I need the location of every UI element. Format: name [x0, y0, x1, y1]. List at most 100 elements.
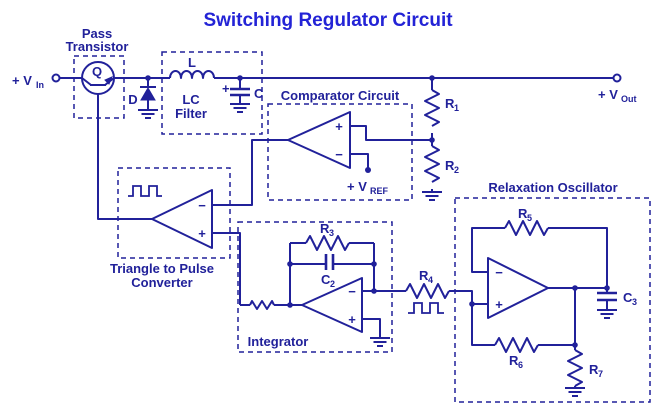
transistor-lead: [81, 77, 92, 86]
vin-terminal: [51, 73, 61, 83]
junction-dot: [287, 302, 293, 308]
lc-filter-label: Filter: [175, 106, 207, 121]
junction-dot: [572, 342, 578, 348]
osc-fb-wire: [548, 227, 608, 293]
square-wave-icon: [408, 302, 444, 314]
vref-terminal: [365, 167, 371, 173]
filter-cap-label: C: [254, 86, 264, 101]
diode-triangle: [140, 87, 156, 101]
junction-dot: [572, 285, 578, 291]
vref-label: + V: [347, 179, 367, 194]
integrator-minus-sign: −: [348, 284, 356, 299]
junction-dots: [145, 75, 610, 348]
capacitor-c3: [597, 291, 617, 302]
junction-dot: [145, 75, 151, 81]
r4-label: R: [419, 268, 429, 283]
resistor-r3: [305, 235, 350, 251]
r7-label: R: [589, 362, 599, 377]
osc-inv-wire: [471, 227, 505, 273]
comparator-plus-sign: +: [335, 119, 343, 134]
cap-polarity-label: +: [222, 81, 230, 96]
integrator-opamp: [301, 277, 363, 333]
osc-plus-sign: +: [495, 297, 503, 312]
labels: Pass Transistor + V In + V Out + V REF D…: [12, 26, 637, 379]
resistor-r1: [424, 89, 440, 127]
comparator-minus-sign: −: [335, 147, 343, 162]
vout-terminal: [612, 73, 622, 83]
c3-sub-label: 3: [632, 297, 637, 307]
ground-symbols: [138, 103, 617, 397]
resistor-r4: [405, 283, 450, 299]
r6-sub-label: 6: [518, 360, 523, 370]
vout-label: + V: [598, 87, 618, 102]
oscillator-box-label: Relaxation Oscillator: [488, 180, 617, 195]
pass-transistor-label: Pass: [82, 26, 112, 41]
junction-dot: [469, 301, 475, 307]
small-series-resistor: [249, 300, 275, 310]
integrator-box-label: Integrator: [248, 334, 309, 349]
base-drive-wire: [97, 85, 152, 220]
r1-sub-label: 1: [454, 103, 459, 113]
opamps: [151, 111, 549, 333]
junction-dot: [371, 288, 377, 294]
junction-dot: [429, 137, 435, 143]
junction-dot: [371, 261, 377, 267]
r4-sub-label: 4: [428, 275, 433, 285]
triangle-in-wire: [212, 232, 241, 305]
junction-dot: [429, 75, 435, 81]
r1-label: R: [445, 96, 455, 111]
r5-label: R: [518, 206, 528, 221]
inductor: [169, 70, 215, 79]
transistor-arrow: [104, 76, 113, 85]
osc-minus-sign: −: [495, 265, 503, 280]
pulse-minus-sign: −: [198, 198, 206, 213]
oscillator-opamp: [487, 257, 549, 319]
r7-sub-label: 7: [598, 369, 603, 379]
ground-icon: [422, 191, 442, 201]
integrator-box: [237, 221, 393, 353]
junction-dot: [287, 261, 293, 267]
vref-wire: [350, 153, 369, 169]
freewheel-diode: [140, 86, 156, 101]
c3-label: C: [623, 290, 633, 305]
r4-out-wire: [449, 290, 473, 304]
integrator-plus-sign: +: [348, 312, 356, 327]
r2-sub-label: 2: [454, 165, 459, 175]
vin-label: + V: [12, 73, 32, 88]
comparator-out-wire: [212, 139, 288, 206]
resistor-r7: [567, 349, 583, 387]
ground-icon: [597, 309, 617, 319]
pass-transistor: Q: [81, 61, 115, 95]
junction-dot: [604, 285, 610, 291]
r3-label: R: [320, 221, 330, 236]
comparator-opamp: [287, 111, 351, 169]
dashed-boxes: [73, 51, 651, 403]
integrator-gnd-wire: [362, 318, 381, 338]
c2-sub-label: 2: [330, 279, 335, 289]
pass-transistor-label: Transistor: [66, 39, 129, 54]
square-wave-icon: [128, 185, 162, 197]
ground-icon: [138, 109, 158, 119]
page-title: Switching Regulator Circuit: [203, 10, 453, 31]
inductor-label: L: [188, 55, 196, 70]
lc-filter-label: LC: [182, 92, 200, 107]
diode-label: D: [128, 92, 137, 107]
pulse-converter-label: Triangle to Pulse: [110, 261, 214, 276]
r3-sub-label: 3: [329, 228, 334, 238]
resistor-r5: [504, 220, 549, 236]
pulse-plus-sign: +: [198, 226, 206, 241]
filter-capacitor: [230, 87, 250, 97]
r5-sub-label: 5: [527, 213, 532, 223]
pulse-converter-opamp: [151, 189, 213, 249]
comparator-box: [267, 103, 413, 201]
resistor-r2: [424, 145, 440, 183]
opamp-signs: + − − + − + − +: [198, 119, 503, 327]
r6-label: R: [509, 353, 519, 368]
c2-label: C: [321, 272, 331, 287]
vref-sub-label: REF: [370, 186, 389, 196]
capacitor-c2: [324, 254, 335, 270]
vout-sub-label: Out: [621, 94, 637, 104]
junction-dot: [237, 75, 243, 81]
